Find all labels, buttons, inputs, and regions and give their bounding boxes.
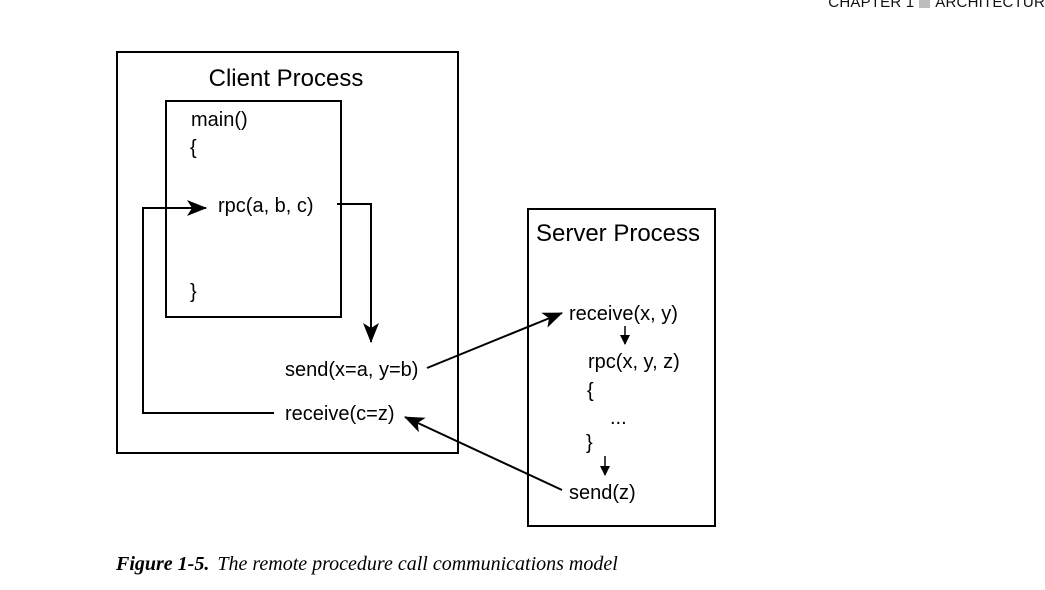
server-close-brace: } xyxy=(586,432,593,454)
server-process-box xyxy=(527,208,716,527)
client-rpc-call: rpc(a, b, c) xyxy=(218,195,314,217)
figure-caption: Figure 1-5. The remote procedure call com… xyxy=(116,553,618,576)
arrow-rpc-to-send xyxy=(337,203,379,343)
client-send: send(x=a, y=b) xyxy=(285,359,418,381)
client-process-title: Client Process xyxy=(209,65,364,92)
running-head-section: ARCHITECTUR xyxy=(935,0,1045,11)
client-receive: receive(c=z) xyxy=(285,403,394,425)
server-process-title: Server Process xyxy=(536,220,700,247)
main-open-brace: { xyxy=(190,137,197,159)
server-open-brace: { xyxy=(587,380,594,402)
arrow-client-send-to-server xyxy=(426,312,563,369)
client-process-box xyxy=(116,51,459,454)
figure-caption-label: Figure 1-5. xyxy=(116,553,210,575)
arrow-server-send-to-client xyxy=(404,416,563,491)
server-send: send(z) xyxy=(569,482,636,504)
server-rpc-function: rpc(x, y, z) xyxy=(588,351,680,373)
separator-square-icon xyxy=(919,0,931,8)
arrow-receive-to-rpc xyxy=(142,200,274,414)
running-head-chapter: CHAPTER 1 xyxy=(828,0,915,11)
server-ellipsis: ... xyxy=(610,407,627,429)
main-function-label: main() xyxy=(191,109,248,131)
main-close-brace: } xyxy=(190,281,197,303)
running-head: CHAPTER 1 ARCHITECTUR xyxy=(828,0,1045,11)
figure-caption-text: The remote procedure call communications… xyxy=(217,553,618,575)
server-receive: receive(x, y) xyxy=(569,303,678,325)
